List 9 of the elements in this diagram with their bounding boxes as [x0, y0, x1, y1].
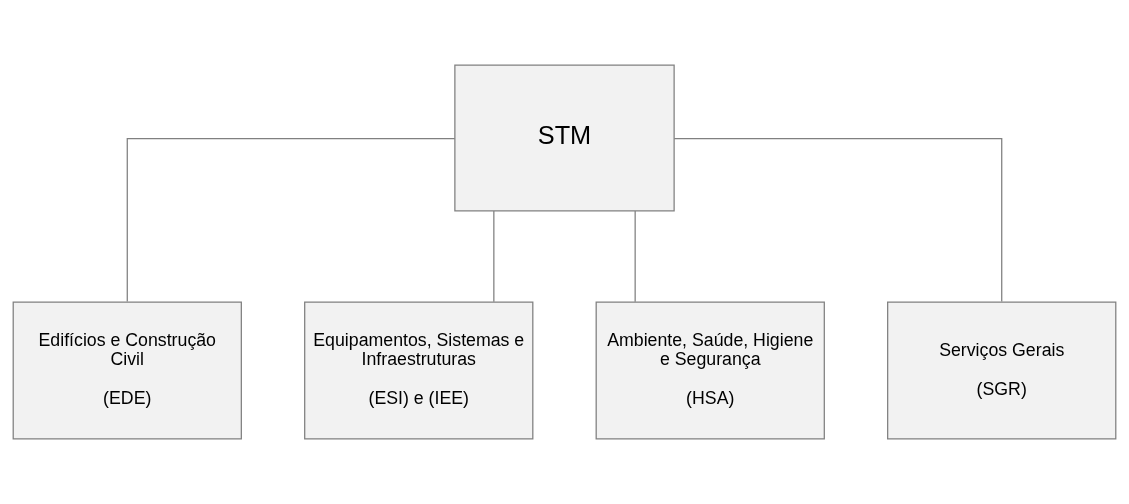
connector	[634, 210, 636, 303]
node-box: Serviços Gerais (SGR)	[887, 301, 1117, 440]
node-box: Ambiente, Saúde, Higiene e Segurança (HSA)	[595, 301, 825, 440]
node-box: STM	[454, 64, 675, 212]
node-box: Equipamentos, Sistemas e Infraestruturas (ESI) e (IEE)	[304, 301, 534, 440]
node-box: Edifícios e Construção Civil (EDE)	[12, 301, 242, 440]
connector	[493, 210, 495, 303]
connector	[126, 137, 456, 303]
connector	[673, 137, 1003, 303]
